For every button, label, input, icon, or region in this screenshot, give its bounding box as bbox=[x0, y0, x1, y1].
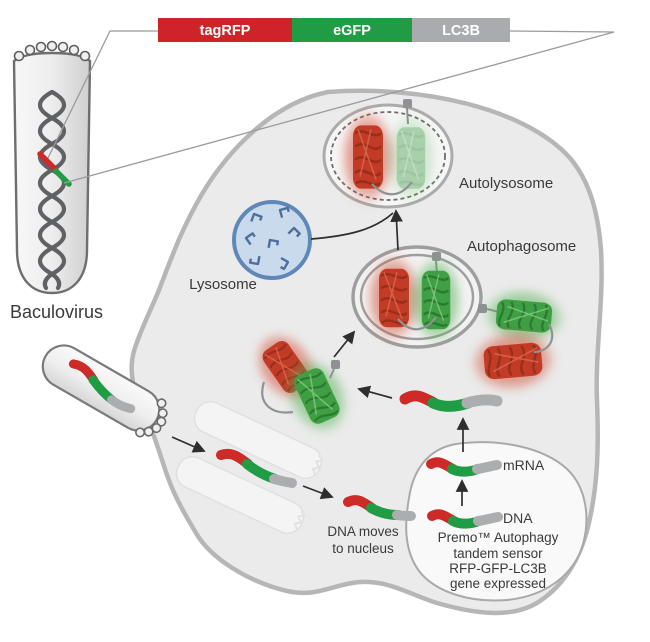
arrow-autophagosome-to-autolysosome bbox=[390, 209, 403, 251]
gfp-protein bbox=[413, 262, 459, 338]
baculovirus-capsid bbox=[12, 51, 92, 295]
sensor-protein-pair-free bbox=[474, 289, 562, 391]
callout-line-left bbox=[47, 30, 158, 159]
dna-strand-nucleus bbox=[427, 509, 503, 529]
protein-linker bbox=[371, 181, 413, 196]
gfp-protein-quenched bbox=[388, 118, 434, 197]
callout-line-right bbox=[63, 30, 615, 184]
label-mrna: mRNA bbox=[503, 457, 545, 473]
arrow-capsid-to-dna bbox=[302, 485, 334, 500]
lysosome-enzyme-particle bbox=[250, 212, 263, 222]
dna-strand-capsid bbox=[216, 448, 297, 488]
label-dna: DNA bbox=[503, 510, 533, 526]
label-baculovirus: Baculovirus bbox=[10, 302, 103, 322]
rfp-protein bbox=[344, 116, 392, 198]
arrow-virus-to-capsid bbox=[171, 436, 206, 453]
label-dna-moves: DNA moves to nucleus bbox=[327, 524, 399, 556]
lysosome bbox=[232, 200, 312, 280]
lc3b-anchor bbox=[403, 99, 412, 108]
label-lysosome: Lysosome bbox=[189, 276, 257, 293]
sensor-protein-pair-cytosol bbox=[248, 327, 355, 438]
arrow-protein-to-autophagosome bbox=[333, 330, 356, 358]
dna-helix bbox=[37, 89, 67, 291]
svg-text:DNA moves: DNA moves bbox=[327, 524, 399, 539]
nucleus-caption: Premo™ Autophagy tandem sensor RFP-GFP-L… bbox=[438, 530, 559, 591]
lc3b-anchor bbox=[478, 304, 487, 313]
lc3b-anchor bbox=[432, 252, 441, 261]
lysosome-enzyme-particle bbox=[278, 206, 290, 219]
label-autolysosome: Autolysosome bbox=[459, 175, 553, 192]
lysosome-enzyme-particle bbox=[248, 255, 261, 266]
capsid-disassembling-2 bbox=[175, 455, 307, 535]
autolysosome bbox=[322, 99, 454, 209]
virus-fringe bbox=[135, 398, 168, 438]
arrow-mrna-to-protein bbox=[357, 385, 393, 399]
segment-egfp-label: eGFP bbox=[333, 23, 371, 39]
rfp-protein bbox=[370, 260, 418, 336]
label-autophagosome: Autophagosome bbox=[467, 238, 576, 255]
svg-text:RFP-GFP-LC3B: RFP-GFP-LC3B bbox=[449, 561, 547, 576]
baculovirus-entering-cell bbox=[41, 344, 168, 438]
svg-text:to nucleus: to nucleus bbox=[332, 541, 394, 556]
lc3b-anchor bbox=[331, 360, 340, 369]
segment-lc3b bbox=[412, 18, 510, 42]
segment-lc3b-label: LC3B bbox=[442, 23, 480, 39]
lysosome-enzyme-particle bbox=[287, 226, 301, 238]
protein-linker bbox=[533, 323, 554, 354]
capsid-disassembling-1 bbox=[193, 400, 325, 480]
segment-egfp bbox=[292, 18, 412, 42]
mrna-strand-nucleus bbox=[426, 457, 502, 477]
segment-tagrfp bbox=[158, 18, 292, 42]
autophagosome bbox=[351, 245, 483, 349]
virus-fringe bbox=[13, 40, 91, 62]
arrow-lysosome-fusion bbox=[310, 212, 394, 240]
mrna-strand-cytoplasm bbox=[399, 390, 503, 412]
viral-dna-construct bbox=[68, 359, 136, 414]
lysosome-enzyme-particle bbox=[267, 238, 280, 249]
svg-text:Premo™ Autophagy: Premo™ Autophagy bbox=[438, 530, 559, 545]
protein-linker bbox=[261, 381, 294, 414]
segment-tagrfp-label: tagRFP bbox=[200, 23, 251, 39]
helix-gfp-segment bbox=[53, 168, 72, 187]
svg-text:tandem sensor: tandem sensor bbox=[453, 546, 543, 561]
svg-text:gene expressed: gene expressed bbox=[450, 576, 546, 591]
lysosome-enzyme-particle bbox=[244, 232, 256, 246]
gene-construct-bar: tagRFP eGFP LC3B bbox=[158, 18, 510, 42]
lysosome-enzyme-particle bbox=[279, 256, 290, 271]
dna-strand-to-nucleus bbox=[343, 495, 416, 521]
protein-linker bbox=[397, 316, 437, 331]
baculovirus bbox=[12, 40, 92, 295]
